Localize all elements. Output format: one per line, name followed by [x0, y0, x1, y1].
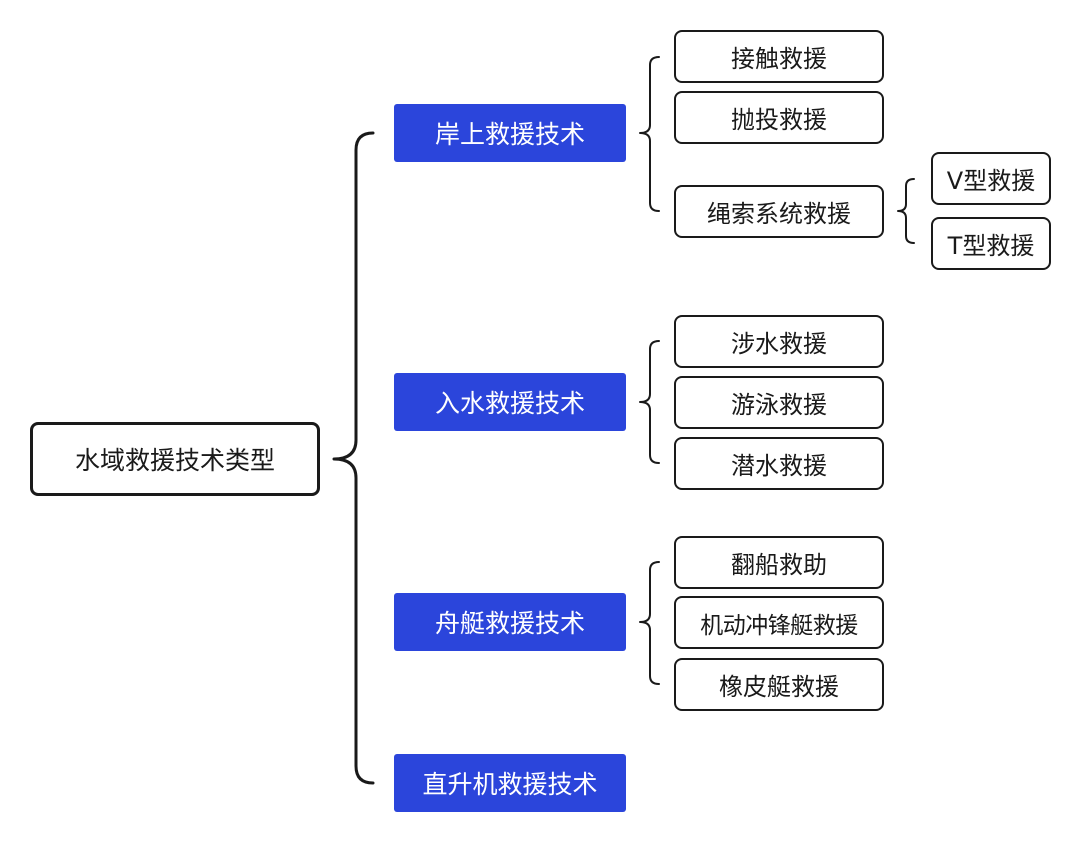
root-node: 水域救援技术类型 [30, 422, 320, 496]
leaf-throw-rescue: 抛投救援 [674, 91, 884, 144]
category-shore-rescue: 岸上救援技术 [394, 104, 626, 162]
root-brace [332, 131, 375, 785]
category-water-entry-rescue: 入水救援技术 [394, 373, 626, 431]
leaf-capsized-boat-rescue: 翻船救助 [674, 536, 884, 589]
water-entry-brace [639, 340, 660, 464]
leaf-swimming-rescue: 游泳救援 [674, 376, 884, 429]
category-boat-rescue: 舟艇救援技术 [394, 593, 626, 651]
shore-brace [639, 56, 660, 212]
leaf-wading-rescue: 涉水救援 [674, 315, 884, 368]
rope-brace [897, 178, 915, 244]
leaf-diving-rescue: 潜水救援 [674, 437, 884, 490]
leaf-rubber-boat-rescue: 橡皮艇救援 [674, 658, 884, 711]
leaf-v-rescue: V型救援 [931, 152, 1051, 205]
leaf-t-rescue: T型救援 [931, 217, 1051, 270]
leaf-contact-rescue: 接触救援 [674, 30, 884, 83]
category-helicopter-rescue: 直升机救援技术 [394, 754, 626, 812]
leaf-motor-assault-boat-rescue: 机动冲锋艇救援 [674, 596, 884, 649]
boat-brace [639, 561, 660, 685]
leaf-rope-system-rescue: 绳索系统救援 [674, 185, 884, 238]
